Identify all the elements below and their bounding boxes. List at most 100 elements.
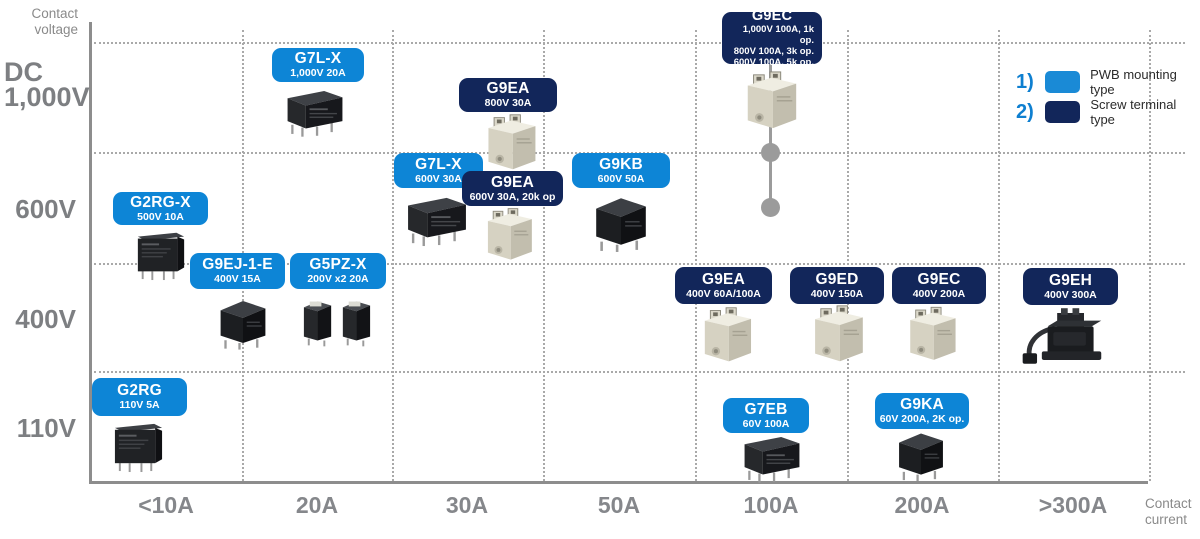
product-name: G9EC — [917, 270, 961, 288]
g7l-x-1000v-image — [283, 86, 347, 138]
legend-item-screw: 2) Screw terminal type — [1016, 97, 1200, 127]
product-pill-g7l-x-1000v: G7L-X 1,000V 20A — [272, 48, 364, 82]
product-pill-g9ea-800v: G9EA 800V 30A — [459, 78, 557, 112]
g2rg-image — [110, 418, 167, 473]
x-axis-title: Contact current — [1145, 496, 1192, 527]
product-name: G9EA — [486, 80, 530, 97]
g9ec-range-dot-800v — [761, 143, 780, 162]
product-rating: 600V 30A, 20k op — [469, 190, 556, 203]
product-rating: 400V 200A — [912, 287, 966, 300]
product-name: G9ED — [815, 270, 859, 288]
g9ea-800v-image — [478, 112, 544, 174]
gridline-v-50a — [695, 30, 697, 481]
g9ea-600v-image — [477, 206, 541, 264]
legend-item-pwb: 1) PWB mounting type — [1016, 67, 1200, 97]
g2rg-x-image — [134, 226, 188, 282]
gridline-v-30a — [543, 30, 545, 481]
product-name: G9KB — [599, 155, 643, 173]
product-rating: 1,000V 20A — [290, 67, 346, 79]
g9ka-image — [893, 428, 949, 481]
gridline-v-100a — [847, 30, 849, 481]
g9ec-1000v-image — [740, 68, 802, 134]
x-tick-50a: 50A — [597, 492, 641, 518]
product-rating: 400V 300A — [1044, 288, 1097, 301]
legend-key-2: 2) — [1016, 100, 1034, 123]
legend-label-screw: Screw terminal type — [1090, 97, 1177, 127]
product-rating: 500V 10A — [137, 210, 184, 223]
x-tick-20a: 20A — [295, 492, 339, 518]
gridline-h-400v — [94, 263, 1185, 265]
product-pill-g9kb: G9KB 600V 50A — [572, 153, 670, 188]
legend-label-pwb: PWB mounting type — [1090, 67, 1177, 97]
g7l-x-600v-image — [403, 193, 471, 247]
product-pill-g9ea-400v: G9EA 400V 60A/100A — [675, 267, 772, 304]
product-name: G7EB — [744, 400, 788, 418]
product-pill-g2rg: G2RG 110V 5A — [92, 378, 187, 416]
product-pill-g5pz-x: G5PZ-X 200V x2 20A — [290, 253, 386, 289]
product-rating: 600V 30A — [415, 172, 462, 185]
gridline-v-20a — [392, 30, 394, 481]
product-rating-line: 600V 100A, 5k op. — [733, 56, 814, 68]
product-pill-g2rg-x: G2RG-X 500V 10A — [113, 192, 208, 225]
product-name: G7L-X — [294, 50, 342, 67]
gridline-v-300a — [1149, 30, 1151, 481]
y-tick-1000v: 1,000V — [4, 82, 90, 112]
screw-color-swatch — [1044, 101, 1081, 123]
x-tick-30a: 30A — [445, 492, 489, 518]
x-tick-200a: 200A — [894, 492, 950, 518]
y-axis-title: Contact voltage — [31, 6, 78, 37]
product-name: G9EC — [751, 7, 793, 24]
g9ec-range-dot-600v — [761, 198, 780, 217]
y-tick-600v: 600V — [15, 194, 76, 224]
product-pill-g9ec-1000v: G9EC 1,000V 100A, 1k op. 800V 100A, 3k o… — [722, 7, 822, 68]
product-name: G9EJ-1-E — [202, 256, 273, 273]
product-name: G9KA — [900, 396, 944, 413]
product-pill-g9ed: G9ED 400V 150A — [790, 267, 884, 304]
product-name: G9EA — [490, 173, 534, 191]
g9ea-400v-image — [696, 305, 758, 366]
product-rating: 600V 50A — [597, 172, 645, 185]
product-rating-line: 1,000V 100A, 1k op. — [742, 23, 814, 46]
g9kb-image — [590, 192, 652, 252]
product-pill-g9ej-1-e: G9EJ-1-E 400V 15A — [190, 253, 285, 289]
product-rating: 60V 100A — [742, 417, 790, 430]
legend-key-1: 1) — [1016, 70, 1034, 93]
product-rating: 400V 60A/100A — [686, 287, 761, 300]
product-rating-line: 800V 100A, 3k op. — [733, 45, 814, 57]
product-pill-g9eh: G9EH 400V 300A — [1023, 268, 1118, 305]
product-pill-g9ea-600v: G9EA 600V 30A, 20k op — [462, 171, 563, 206]
product-name: G5PZ-X — [309, 256, 367, 273]
y-tick-dc-prefix: DC — [4, 57, 43, 87]
y-tick-400v: 400V — [15, 304, 76, 334]
x-tick-lt10a: <10A — [138, 492, 194, 518]
product-name: G2RG — [117, 382, 162, 399]
gridline-h-1000v — [94, 42, 1185, 44]
product-rating: 400V 150A — [810, 287, 864, 300]
g5pz-x-image — [300, 297, 374, 347]
g9ed-image — [805, 303, 871, 366]
product-rating: 200V x2 20A — [307, 273, 369, 285]
legend: 1) PWB mounting type 2) Screw terminal t… — [1016, 67, 1200, 130]
product-rating: 400V 15A — [214, 273, 261, 285]
g7eb-image — [740, 432, 804, 484]
gridline-v-200a — [998, 30, 1000, 481]
g9ec-range-line — [769, 58, 772, 216]
g9ec-400v-image — [903, 303, 961, 366]
product-pill-g9ec-400v: G9EC 400V 200A — [892, 267, 986, 304]
y-tick-110v: 110V — [16, 413, 76, 443]
product-name: G9EA — [701, 270, 745, 288]
product-rating: 800V 30A — [484, 97, 532, 109]
product-name: G9EH — [1048, 271, 1092, 289]
x-tick-100a: 100A — [743, 492, 799, 518]
g9eh-image — [1015, 305, 1107, 367]
product-name: G2RG-X — [130, 193, 191, 211]
product-rating: 110V 5A — [119, 399, 160, 411]
gridline-h-110v — [94, 371, 1185, 373]
pwb-color-swatch — [1044, 71, 1081, 93]
product-pill-g7eb: G7EB 60V 100A — [723, 398, 809, 433]
g9ej-1-e-image — [215, 294, 271, 351]
product-rating: 60V 200A, 2K op. — [879, 413, 965, 425]
product-name: G7L-X — [415, 155, 462, 173]
product-pill-g9ka: G9KA 60V 200A, 2K op. — [875, 393, 969, 429]
